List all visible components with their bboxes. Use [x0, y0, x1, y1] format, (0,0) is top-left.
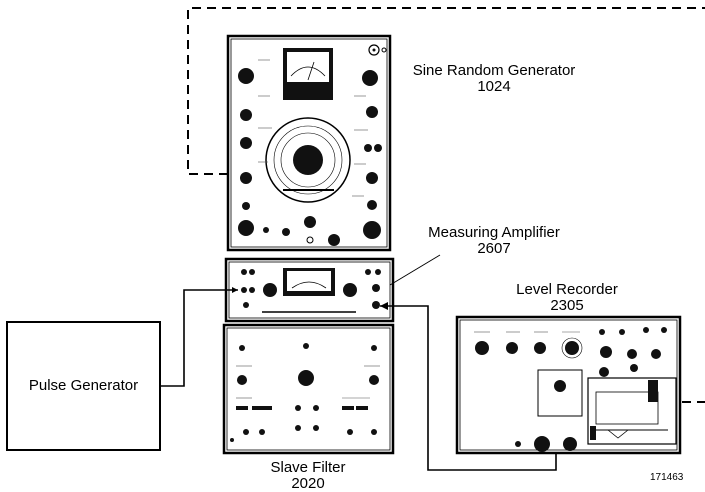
level-recorder-label: Level Recorder 2305: [497, 282, 637, 314]
sine-random-generator-model: 1024: [397, 79, 591, 95]
frequency-dial: [266, 118, 350, 202]
level-recorder-model: 2305: [497, 298, 637, 314]
measuring-amplifier-label: Measuring Amplifier 2607: [414, 225, 574, 257]
slave-filter-label: Slave Filter 2020: [252, 460, 364, 492]
sine-random-generator-name: Sine Random Generator: [397, 63, 591, 79]
measuring-amplifier-name: Measuring Amplifier: [414, 225, 574, 241]
pulse-generator-label: Pulse Generator: [7, 378, 160, 394]
slave-filter-model: 2020: [252, 476, 364, 492]
pulse-generator-name: Pulse Generator: [7, 378, 160, 394]
figure-number: 171463: [650, 472, 683, 483]
measuring-amplifier-unit: [226, 259, 393, 321]
sine-random-generator-label: Sine Random Generator 1024: [397, 63, 591, 95]
recorder-chart-paper: [588, 378, 676, 444]
sine-random-generator-unit: [228, 36, 390, 250]
measuring-amplifier-model: 2607: [414, 241, 574, 257]
slave-filter-unit: [224, 325, 393, 453]
amplifier-label-leader: [390, 255, 440, 285]
level-recorder-name: Level Recorder: [497, 282, 637, 298]
slave-filter-name: Slave Filter: [252, 460, 364, 476]
level-recorder-unit: [457, 317, 680, 453]
